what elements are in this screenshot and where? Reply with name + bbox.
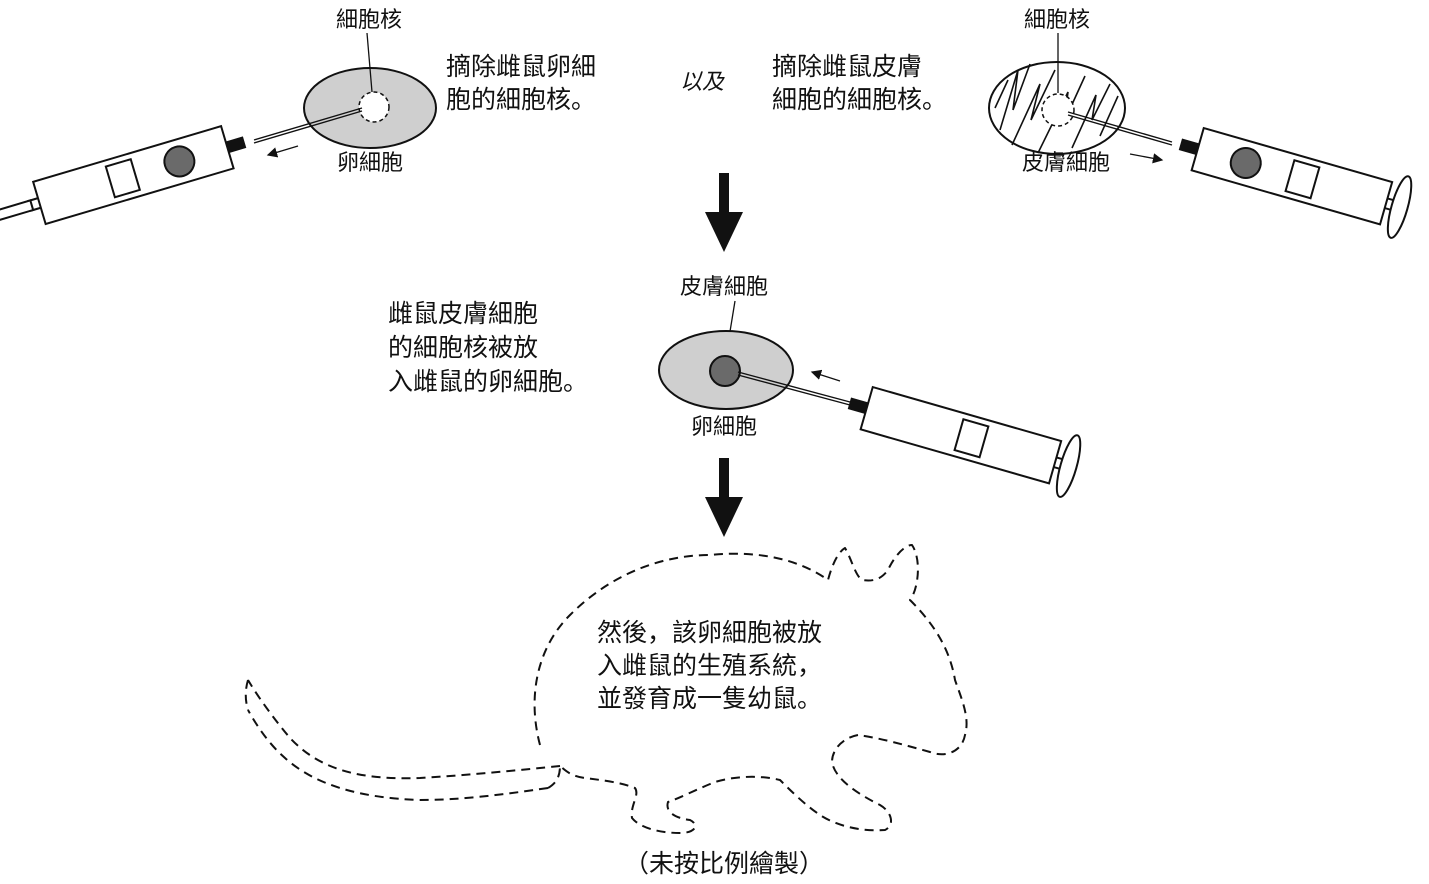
nucleus-label-right: 細胞核: [1024, 8, 1090, 33]
step3-text: 然後，該卵細胞被放 入雌鼠的生殖系統， 並發育成一隻幼鼠。: [597, 618, 830, 713]
process-arrow-1: [705, 173, 743, 252]
step1-text-left: 摘除雌鼠卵細 胞的細胞核。: [446, 52, 604, 114]
pull-arrow-left: [266, 145, 299, 158]
skin-cell-extraction-group: 摘除雌鼠皮膚 細胞的細胞核。 細胞核 皮膚細胞: [772, 8, 1413, 239]
removed-nucleus-outline: [358, 91, 390, 123]
mouse-outline: [244, 544, 968, 834]
process-arrow-2: [705, 458, 743, 537]
egg-cell-label-left: 卵細胞: [337, 151, 403, 176]
skin-nucleus-outline: [1041, 93, 1075, 127]
skin-cell-label-right: 皮膚細胞: [1022, 151, 1110, 176]
nucleus-label-left: 細胞核: [336, 8, 402, 33]
skin-nucleus-in-egg: [709, 355, 741, 387]
push-arrow-middle: [810, 369, 841, 382]
syringe-right: [1067, 111, 1413, 239]
skin-nucleus-label: 皮膚細胞: [680, 275, 768, 300]
syringe-left: [0, 107, 363, 234]
syringe-middle: [737, 371, 1082, 498]
nucleus-transfer-group: 雌鼠皮膚細胞 的細胞核被放 入雌鼠的卵細胞。 皮膚細胞 卵細胞: [388, 275, 1082, 498]
scale-footnote: （未按比例繪製）: [624, 849, 824, 878]
step2-text: 雌鼠皮膚細胞 的細胞核被放 入雌鼠的卵細胞。: [388, 299, 588, 396]
pull-arrow-right: [1129, 153, 1164, 164]
nucleus-pointer-line: [366, 32, 373, 93]
connector-text: 以及: [680, 70, 725, 95]
egg-cell-enucleation-group: 細胞核 卵細胞 摘除雌鼠卵細 胞的細胞核。: [0, 8, 604, 234]
egg-cell-label-middle: 卵細胞: [691, 415, 757, 440]
step1-text-right: 摘除雌鼠皮膚 細胞的細胞核。: [772, 52, 947, 114]
